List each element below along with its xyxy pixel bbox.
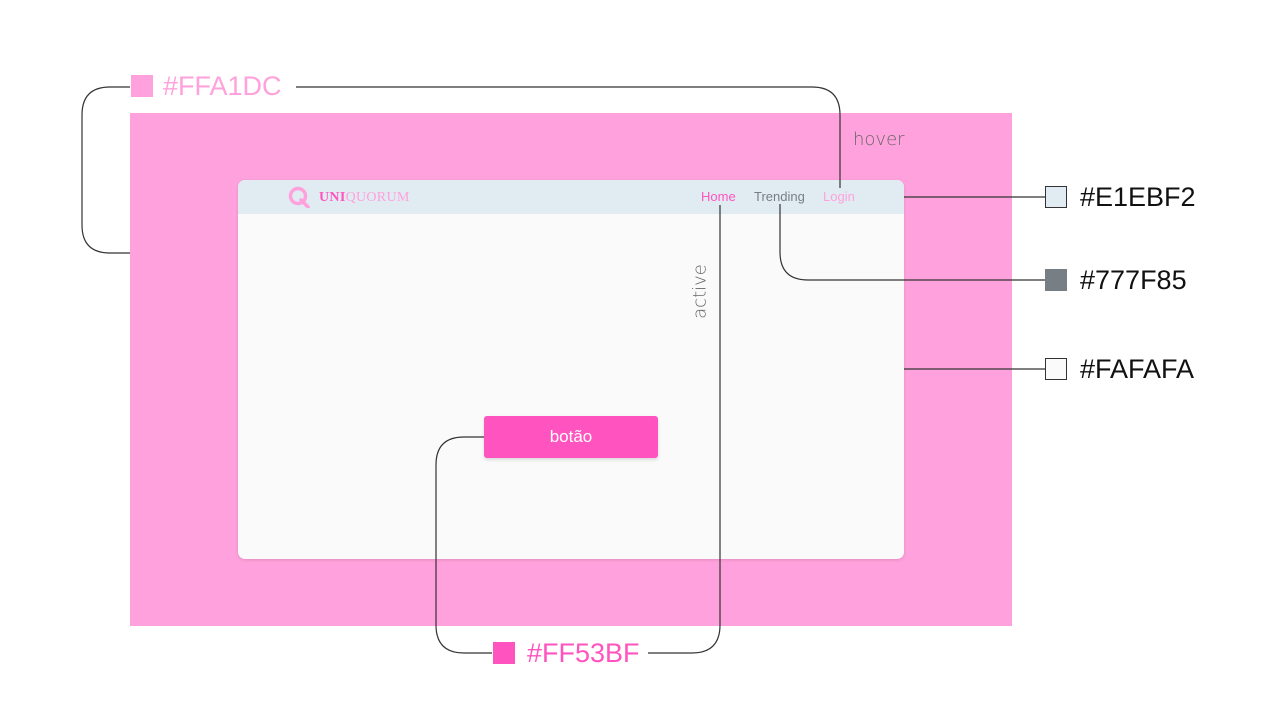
nav-link-login[interactable]: Login: [823, 189, 855, 204]
swatch-page-bg: [1045, 358, 1067, 380]
active-note: active: [689, 264, 711, 319]
swatch-label-pink-strong: #FF53BF: [527, 638, 640, 668]
swatch-pink-strong: [493, 642, 515, 664]
logo-quorum: QUORUM: [345, 190, 410, 205]
swatch-pink-light: [131, 75, 153, 97]
nav-link-home[interactable]: Home: [701, 189, 736, 204]
logo-wordmark[interactable]: UNIQUORUM: [319, 190, 410, 206]
logo-q-icon: [288, 186, 310, 208]
swatch-label-nav-bg: #E1EBF2: [1080, 182, 1196, 212]
navbar: UNIQUORUM Home Trending Login: [238, 180, 904, 214]
hover-note: hover: [853, 129, 905, 150]
logo-uni: UNI: [319, 190, 346, 205]
swatch-gray: [1045, 269, 1067, 291]
nav-link-trending[interactable]: Trending: [754, 189, 805, 204]
swatch-label-gray: #777F85: [1080, 265, 1187, 295]
swatch-label-pink-light: #FFA1DC: [163, 71, 282, 101]
swatch-nav-bg: [1045, 186, 1067, 208]
swatch-label-page-bg: #FAFAFA: [1080, 354, 1195, 384]
mockup-window: UNIQUORUM Home Trending Login botão: [238, 180, 904, 559]
primary-button[interactable]: botão: [484, 416, 658, 458]
